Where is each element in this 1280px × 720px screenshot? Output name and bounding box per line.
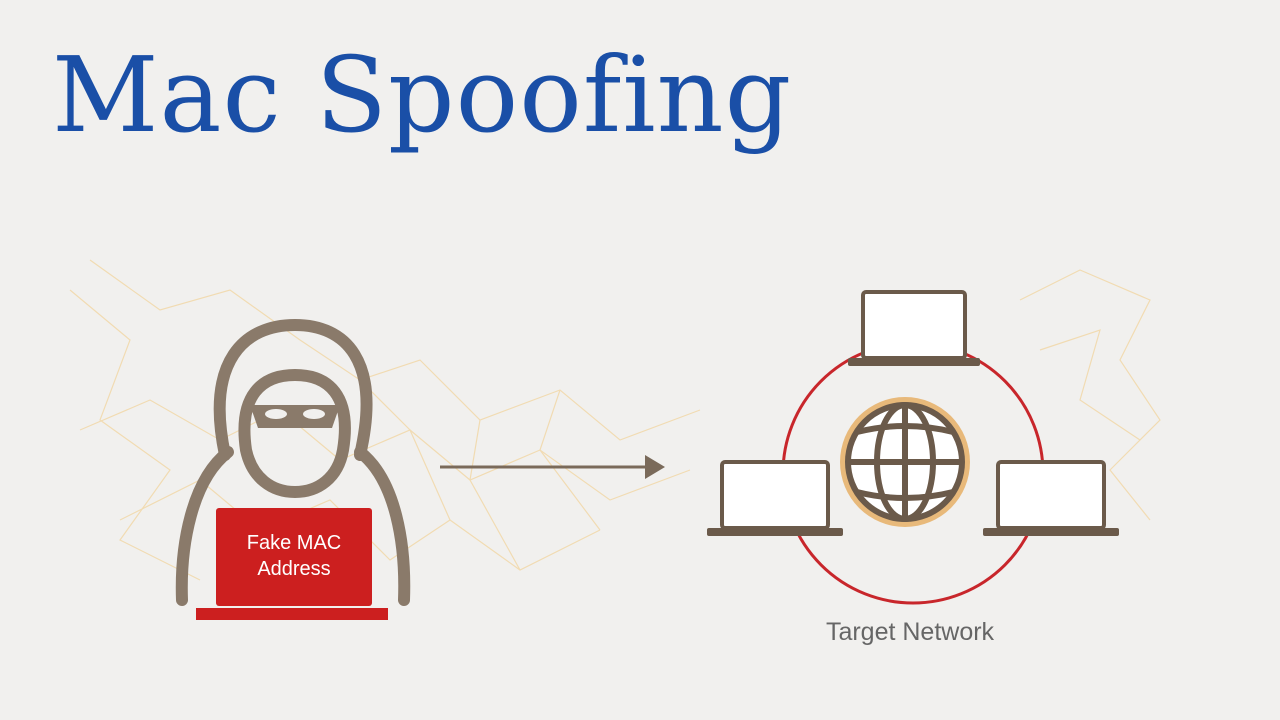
target-network-label: Target Network bbox=[825, 618, 995, 646]
page-title: Mac Spoofing bbox=[52, 34, 793, 156]
laptop-base bbox=[196, 608, 388, 620]
fake-mac-label-line2: Address bbox=[257, 558, 331, 580]
hacker-eye-right bbox=[303, 409, 325, 419]
fake-mac-label-line1: Fake MAC bbox=[246, 532, 342, 554]
hacker-mask-icon bbox=[250, 405, 340, 428]
laptop-icon-left bbox=[707, 460, 843, 536]
hacker-eye-left bbox=[265, 409, 287, 419]
laptop-screen bbox=[216, 508, 372, 606]
hacker-icon bbox=[175, 319, 411, 606]
globe-icon bbox=[840, 397, 970, 527]
background-mesh bbox=[69, 259, 1161, 581]
laptop-icon-right bbox=[983, 460, 1119, 536]
arrow-icon bbox=[440, 455, 665, 479]
laptop-icon-top bbox=[848, 290, 980, 366]
fake-mac-label: Fake MAC Address bbox=[216, 530, 372, 582]
